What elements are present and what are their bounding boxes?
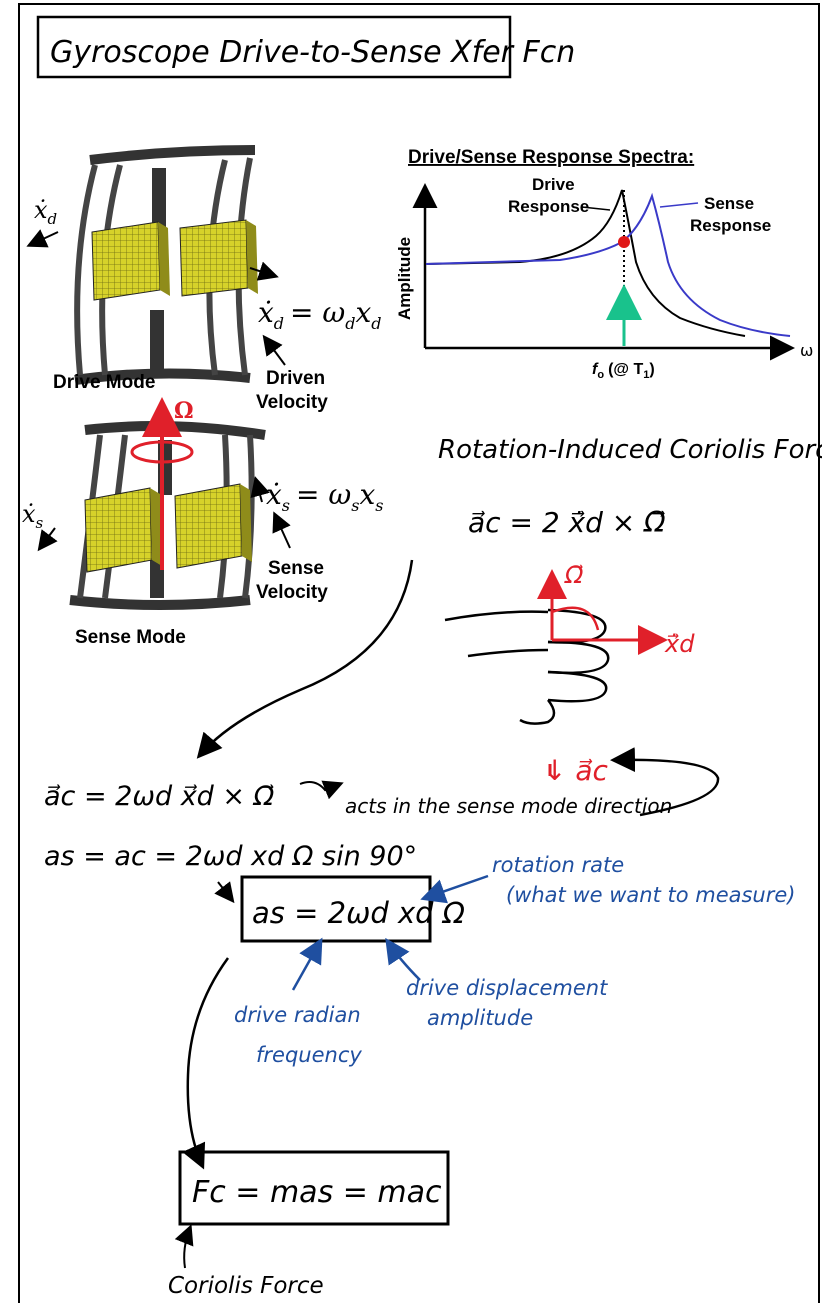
sense-mode-label: Sense Mode bbox=[75, 627, 186, 648]
sense-response-label-2: Response bbox=[690, 216, 771, 235]
vec-ac-label: ↓ a⃗c bbox=[543, 754, 609, 787]
driven-velocity-arrow bbox=[262, 334, 286, 366]
boxed-equation: as = 2ωd xd Ω bbox=[252, 896, 465, 930]
sense-xdot-label: ẋs bbox=[22, 500, 44, 532]
sense-mode-illustration bbox=[37, 397, 270, 610]
force-equation: Fc = mas = mac bbox=[192, 1175, 442, 1210]
drive-response-label-1: Drive bbox=[532, 175, 575, 194]
sense-response-curve bbox=[425, 192, 791, 337]
force-box bbox=[178, 1150, 450, 1226]
acts-arrow bbox=[299, 780, 344, 800]
driven-velocity-label-2: Velocity bbox=[256, 392, 328, 413]
fo-label: fo(@ T1) bbox=[592, 361, 655, 381]
drive-mode-illustration bbox=[26, 145, 279, 385]
acts-note: acts in the sense mode direction bbox=[345, 794, 672, 818]
as-to-box-arrow bbox=[214, 881, 235, 904]
coriolis-accel-eq-2: a⃗c = 2ωd x⃗d × Ω⃗ bbox=[44, 781, 275, 812]
spectra-heading: Drive/Sense Response Spectra: bbox=[408, 147, 694, 168]
rotation-rate-label-1: rotation rate bbox=[492, 853, 624, 877]
sense-response-label-1: Sense bbox=[704, 194, 754, 213]
sense-label-leader bbox=[659, 202, 699, 208]
sense-direction-arrow bbox=[610, 747, 720, 817]
drive-response-label-2: Response bbox=[508, 197, 589, 216]
boxed-equation-frame bbox=[240, 875, 432, 943]
drive-mode-label: Drive Mode bbox=[53, 372, 155, 393]
operating-point-marker bbox=[618, 236, 630, 248]
coriolis-heading: Rotation-Induced Coriolis Force: bbox=[438, 435, 822, 465]
drive-label-leader bbox=[581, 206, 611, 211]
drive-disp-arrow bbox=[385, 937, 421, 981]
sense-velocity-equation: ẋs= ωsxs bbox=[266, 478, 383, 515]
sense-velocity-label-1: Sense bbox=[268, 558, 324, 579]
omega-label: Ω bbox=[174, 398, 194, 424]
coriolis-accel-eq: a⃗c = 2 ẋ⃗d × Ω⃗ bbox=[468, 506, 666, 539]
drive-disp-label-1: drive displacement bbox=[406, 976, 608, 1000]
to-force-arrow bbox=[182, 957, 230, 1170]
spectra-chart: Drive/Sense Response Spectra: Amplitude … bbox=[395, 147, 813, 381]
x-axis-label: ω bbox=[800, 341, 813, 360]
sense-velocity-arrow bbox=[272, 511, 291, 549]
drive-freq-label-1: drive radian bbox=[234, 1003, 361, 1027]
derivation-arrow bbox=[196, 559, 414, 759]
drive-freq-label-2: frequency bbox=[256, 1043, 362, 1067]
sense-velocity-label-2: Velocity bbox=[256, 582, 328, 603]
vec-xd-label: ẋ⃗d bbox=[664, 630, 695, 658]
rotation-rate-arrow bbox=[420, 874, 489, 904]
force-label-arrow bbox=[174, 1224, 194, 1269]
drive-xdot-label: ẋd bbox=[34, 196, 57, 228]
page-title: Gyroscope Drive-to-Sense Xfer Fcn bbox=[50, 35, 575, 70]
coriolis-force-label: Coriolis Force bbox=[168, 1273, 324, 1299]
title-box bbox=[36, 15, 512, 79]
page-frame bbox=[18, 3, 820, 1303]
y-axis-label: Amplitude bbox=[395, 237, 414, 320]
drive-disp-label-2: amplitude bbox=[427, 1006, 533, 1030]
as-equation: as = ac = 2ωd xd Ω sin 90° bbox=[44, 841, 417, 872]
drive-response-curve bbox=[425, 189, 746, 337]
rotation-rate-label-2: (what we want to measure) bbox=[506, 883, 796, 907]
right-hand-rule-sketch bbox=[444, 569, 668, 776]
vec-omega-label: Ω⃗ bbox=[564, 561, 584, 589]
drive-velocity-equation: ẋd= ωdxd bbox=[258, 296, 382, 333]
drive-freq-arrow bbox=[291, 937, 323, 991]
driven-velocity-label-1: Driven bbox=[266, 368, 325, 389]
